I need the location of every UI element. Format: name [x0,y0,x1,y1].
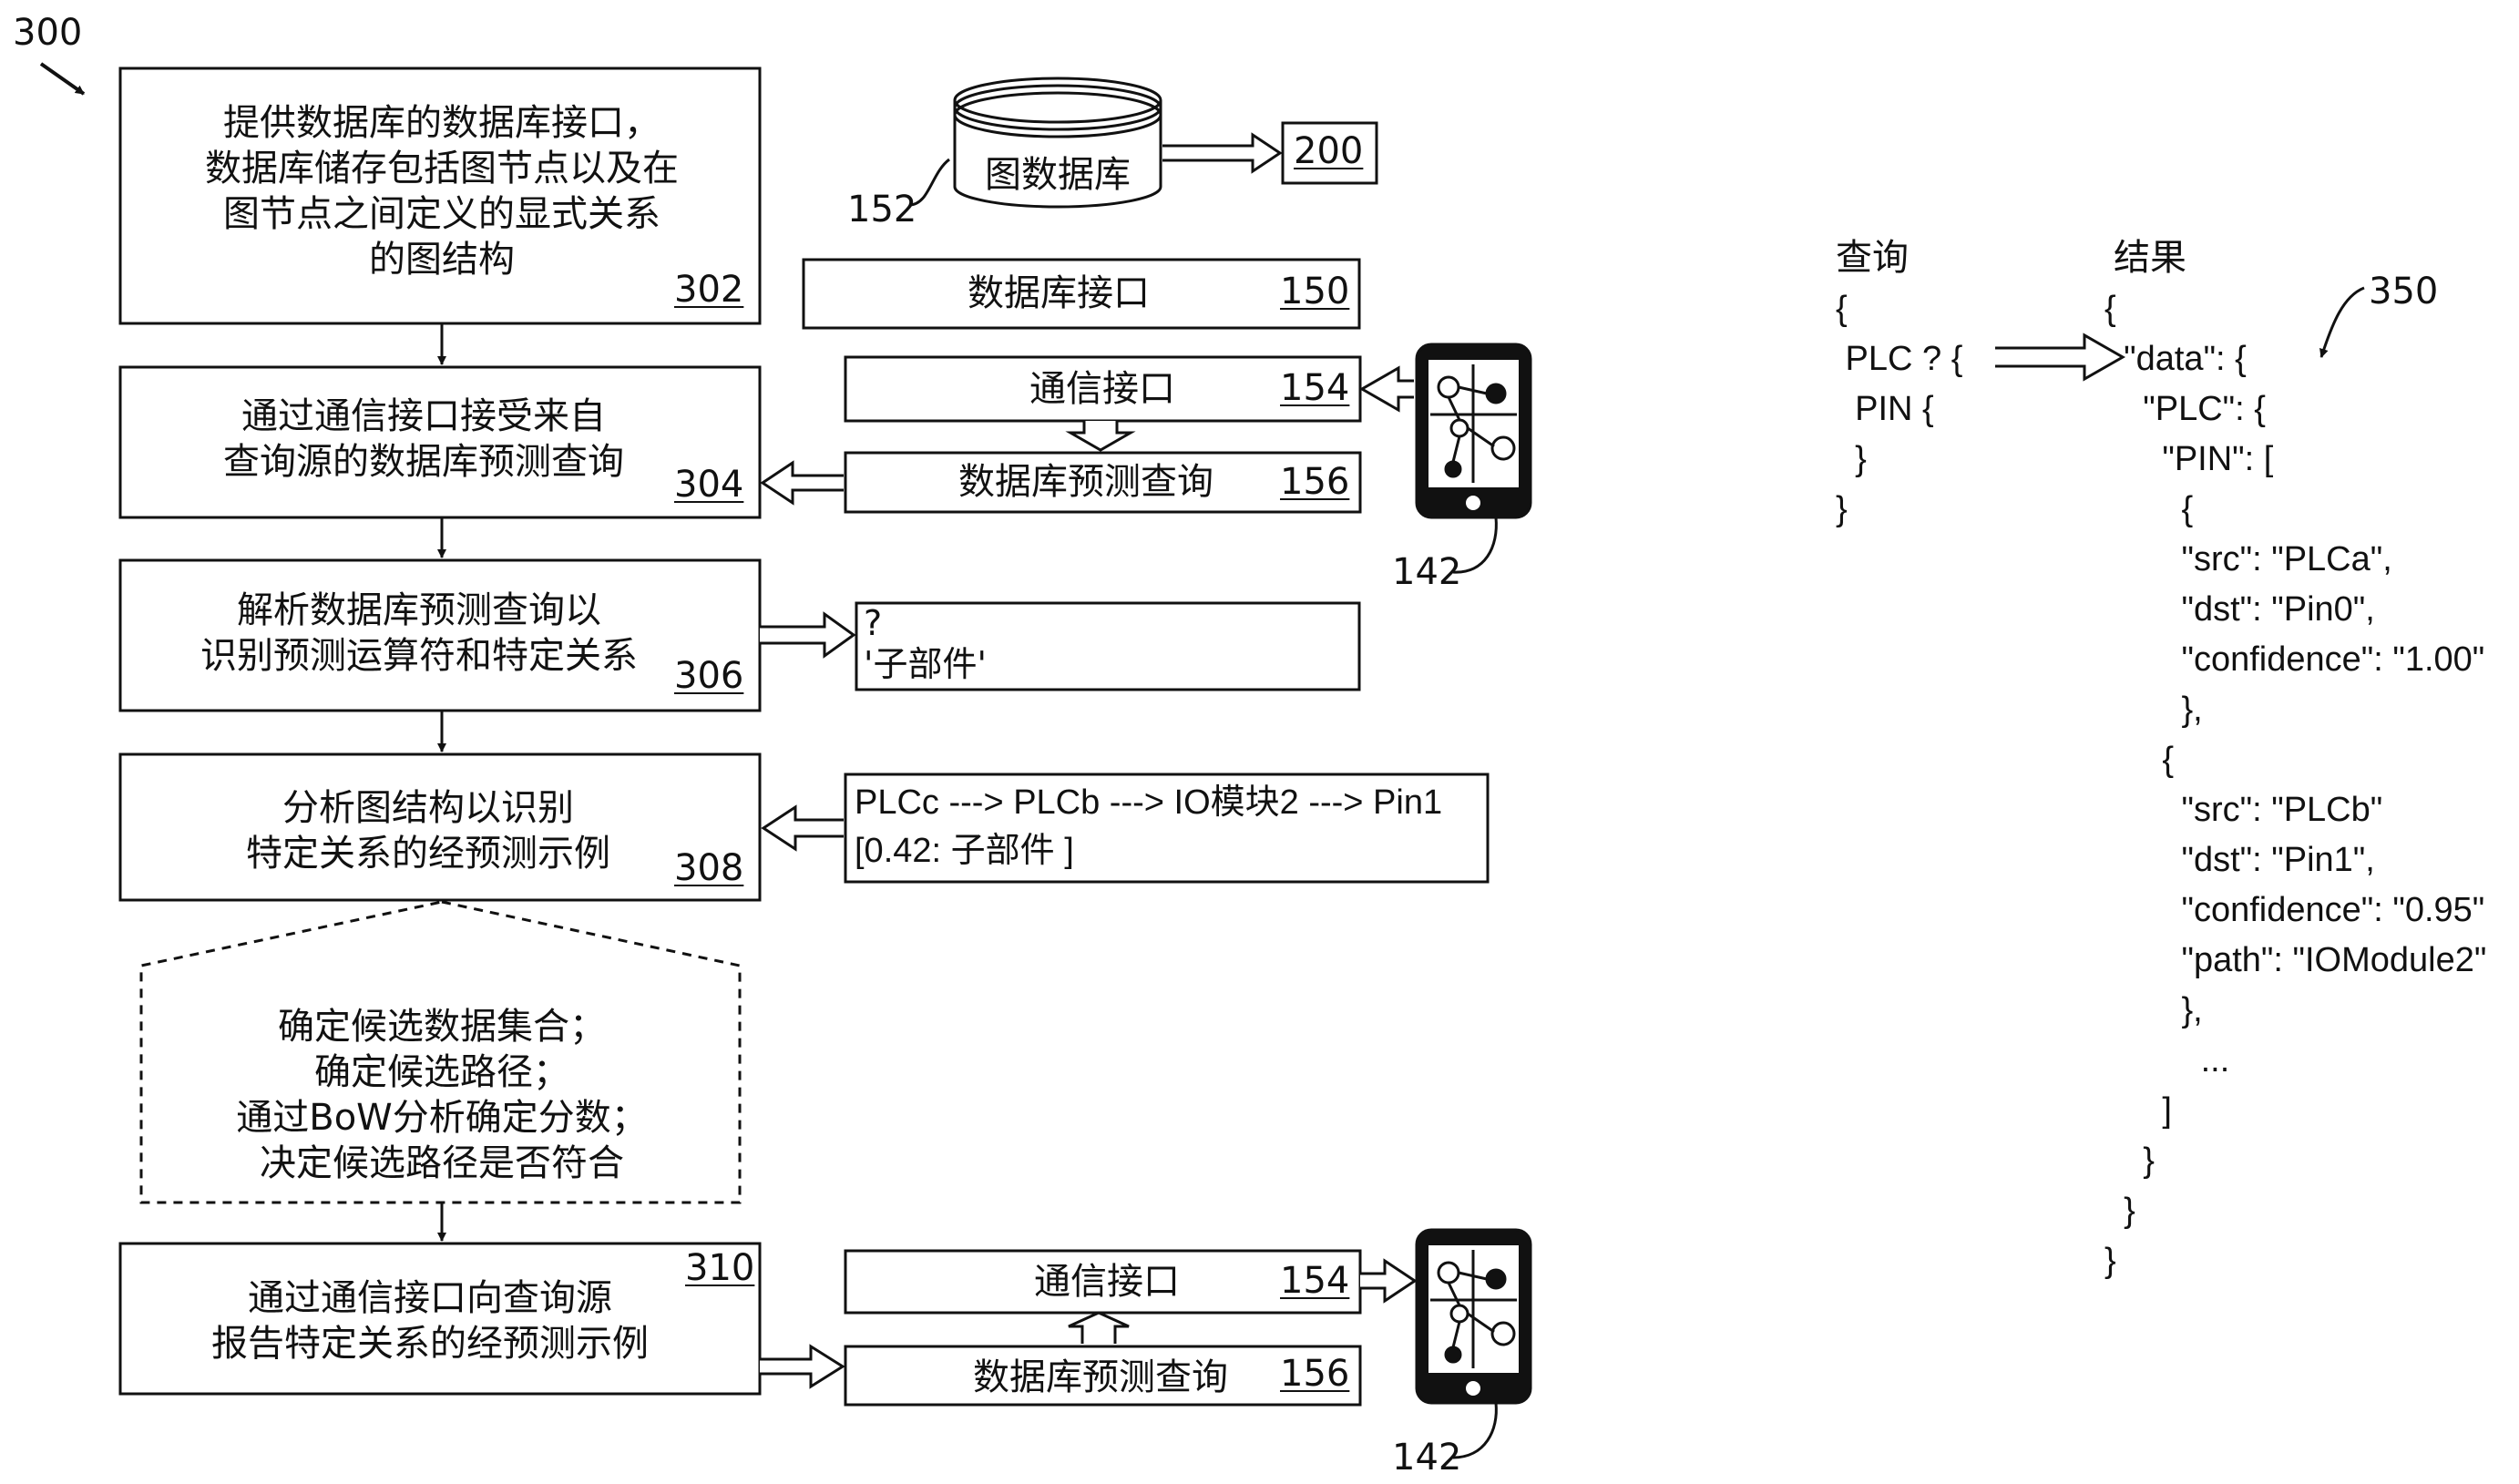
result-code-line: "dst": "Pin1", [2104,841,2375,879]
result-code-line: { [2104,290,2116,328]
db-interface-ref: 150 [1280,271,1350,312]
query-bottom-label: 数据库预测查询 [973,1356,1228,1398]
step-text-306: 解析数据库预测查询以 识别预测运算符和特定关系 [200,589,638,677]
db-interface-box [802,258,1361,330]
result-ref: 350 [2369,271,2439,312]
query-code-line: PIN { [1836,390,1934,428]
result-code-line: { [2104,741,2175,779]
comm-bottom-label: 通信接口 [1034,1261,1180,1303]
prediction-query-bottom-box [844,1345,1362,1407]
figure-label: 300 [13,12,83,54]
step-box-304 [118,365,762,519]
query-code-line: PLC ? { [1836,340,1963,378]
result-code-line: "dst": "Pin0", [2104,590,2375,629]
result-code-line: "PLC": { [2104,390,2266,428]
result-code-line: } [2104,1242,2116,1280]
step-text-308: 分析图结构以识别 特定关系的经预测示例 [246,787,610,875]
result-code-line: ... [2104,1041,2230,1080]
comm-top-ref: 154 [1280,367,1350,409]
detail-text: 确定候选数据集合； 确定候选路径； 通过BoW分析确定分数； 决定候选路径是否符… [236,1006,648,1184]
result-code-line: } [2104,1192,2135,1230]
parse-result-line2: '子部件' [864,644,987,684]
parse-result-line1: ? [864,603,883,643]
query-bottom-ref: 156 [1280,1353,1350,1395]
result-code-line: }, [2104,691,2203,729]
result-code-line: "PIN": [ [2104,440,2274,478]
result-code-line: }, [2104,991,2203,1029]
graph-db-ref: 152 [847,189,917,230]
step-box-308 [118,752,762,902]
path-result-box [844,773,1490,884]
path-result-line1: PLCc ---> PLCb ---> IO模块2 ---> Pin1 [855,783,1443,822]
query-top-label: 数据库预测查询 [958,461,1213,503]
comm-bottom-ref: 154 [1280,1260,1350,1302]
graph-db-label: 图数据库 [985,154,1131,196]
result-code-line: "src": "PLCa", [2104,540,2392,578]
device-bottom-ref: 142 [1392,1437,1462,1479]
query-code-line: } [1836,490,1848,528]
db-interface-label: 数据库接口 [968,272,1150,314]
ref-200-label: 200 [1294,130,1364,172]
step-ref-302: 302 [674,269,744,311]
result-code-line: "path": "IOModule2" [2104,941,2487,979]
query-code-line: { [1836,290,1848,328]
query-heading: 查询 [1836,237,1909,279]
comm-top-label: 通信接口 [1029,368,1175,410]
result-code-line: { [2104,490,2194,528]
step-text-304: 通过通信接口接受来自 查询源的数据库预测查询 [223,395,624,483]
step-text-310: 通过通信接口向查询源 报告特定关系的经预测示例 [211,1277,649,1365]
result-code-line: "src": "PLCb" [2104,791,2383,829]
step-text-302: 提供数据库的数据库接口， 数据库储存包括图节点以及在 图节点之间定义的显式关系 … [205,102,679,281]
result-heading: 结果 [2114,237,2186,279]
result-code-line: ] [2104,1091,2172,1130]
result-code-line: } [2104,1141,2155,1180]
query-top-ref: 156 [1280,461,1350,503]
parse-result-box [855,601,1361,691]
result-code-line: "confidence": "0.95" [2104,891,2485,929]
result-code-line: "confidence": "1.00" [2104,640,2485,679]
step-box-310 [118,1242,762,1396]
prediction-query-top-box [844,451,1362,514]
path-result-line2: [0.42: 子部件 ] [855,832,1074,870]
step-ref-306: 306 [674,655,744,697]
device-bottom-icon [1415,1228,1532,1405]
step-ref-310: 310 [685,1247,755,1289]
query-code-line: } [1836,440,1867,478]
step-box-302 [118,67,762,325]
device-top-ref: 142 [1392,551,1462,593]
step-ref-304: 304 [674,464,744,506]
step-ref-308: 308 [674,847,744,889]
ref-200-box [1281,121,1378,185]
result-code-line: "data": { [2104,340,2247,378]
device-top-icon [1415,343,1532,519]
